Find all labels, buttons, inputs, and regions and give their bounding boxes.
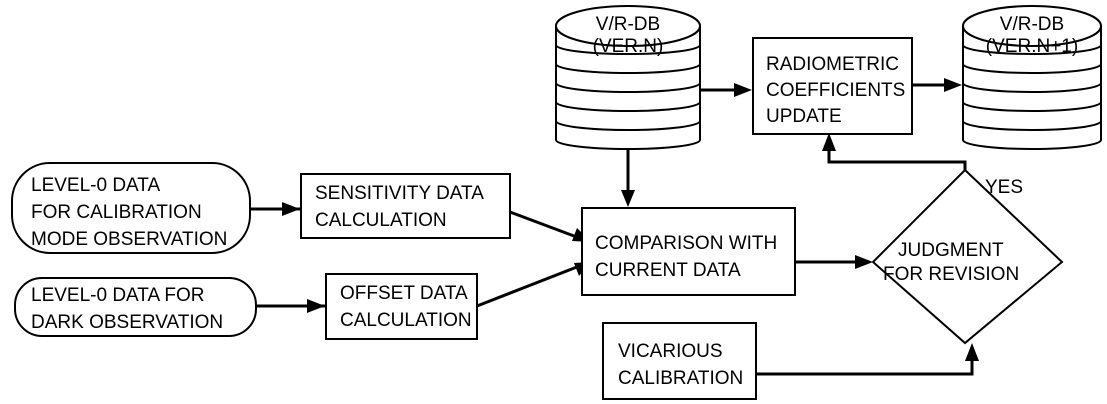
yes-label: YES (985, 177, 1023, 198)
node-sensitivity-calculation: SENSITIVITY DATA CALCULATION (300, 173, 511, 239)
node-coefficients-update-line: COEFFICIENTS (766, 80, 905, 101)
arrowhead (965, 343, 979, 361)
arrowhead (855, 255, 873, 269)
node-offset-calculation-line: CALCULATION (340, 310, 472, 331)
db-next-line: V/R-DB (1000, 14, 1064, 35)
node-vicarious-calibration-line: CALIBRATION (618, 368, 743, 389)
node-vicarious-calibration: VICARIOUS CALIBRATION (602, 322, 757, 400)
node-judgment-line: JUDGMENT (898, 240, 1004, 261)
node-coefficients-update-line: RADIOMETRIC (766, 54, 899, 75)
arrowhead (621, 190, 635, 207)
node-level0-dark-line: LEVEL-0 DATA FOR (31, 285, 205, 306)
node-comparison: COMPARISON WITH CURRENT DATA (581, 207, 796, 296)
db-current-stack: V/R-DB (VER.N) (555, 5, 701, 150)
edge-sensitivity-to-comparison (509, 210, 583, 241)
node-coefficients-update-line: UPDATE (766, 106, 842, 127)
node-sensitivity-calculation-line: SENSITIVITY DATA (315, 183, 484, 204)
node-comparison-line: CURRENT DATA (595, 260, 741, 281)
node-level0-calibration: LEVEL-0 DATA FOR CALIBRATION MODE OBSERV… (11, 162, 251, 254)
node-vicarious-calibration-line: VICARIOUS (618, 341, 723, 362)
node-sensitivity-calculation-line: CALCULATION (315, 210, 447, 231)
node-comparison-line: COMPARISON WITH (595, 233, 777, 254)
connectors (250, 83, 974, 376)
edge-offset-to-comparison (476, 263, 583, 308)
node-coefficients-update: RADIOMETRIC COEFFICIENTS UPDATE (752, 37, 913, 135)
node-level0-calibration-line: MODE OBSERVATION (31, 229, 227, 250)
arrowhead (282, 202, 300, 216)
node-level0-dark: LEVEL-0 DATA FOR DARK OBSERVATION (14, 277, 257, 337)
node-level0-calibration-line: FOR CALIBRATION (31, 202, 202, 223)
arrowhead (307, 299, 325, 313)
node-judgment-line: FOR REVISION (883, 264, 1019, 285)
edge-vicarious-to-judgment (756, 355, 974, 376)
node-offset-calculation-line: OFFSET DATA (340, 283, 468, 304)
db-next-stack: V/R-DB (VER.N+1) (962, 5, 1102, 150)
edge-judgment-to-coefficients-update (827, 145, 967, 170)
db-next-line: (VER.N+1) (986, 36, 1078, 57)
node-offset-calculation: OFFSET DATA CALCULATION (325, 273, 478, 340)
node-level0-dark-line: DARK OBSERVATION (31, 312, 223, 333)
arrowhead (822, 133, 836, 151)
arrowhead (944, 78, 962, 92)
arrowhead (734, 83, 752, 97)
node-level0-calibration-line: LEVEL-0 DATA (31, 175, 161, 196)
node-judgment: JUDGMENT FOR REVISION (871, 168, 1064, 345)
db-current-line: (VER.N) (593, 36, 664, 57)
db-current-line: V/R-DB (596, 14, 660, 35)
